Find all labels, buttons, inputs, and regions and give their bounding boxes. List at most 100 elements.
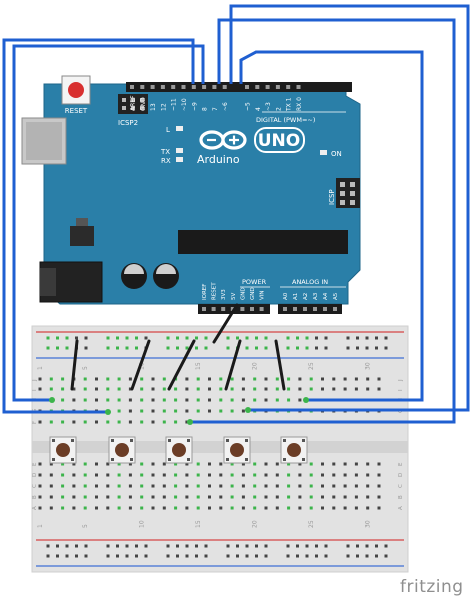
strip-hole [208, 484, 211, 488]
strip-hole [61, 420, 65, 424]
strip-hole [140, 473, 144, 477]
strip-hole [117, 420, 121, 424]
rail-hole [375, 544, 378, 548]
ground-jumper-2 [130, 339, 151, 391]
strip-hole [264, 473, 268, 477]
rail-hole [106, 554, 110, 558]
strip-hole [95, 387, 98, 391]
strip-hole [83, 387, 87, 391]
strip-hole [343, 495, 347, 499]
strip-hole [117, 506, 121, 510]
strip-hole [72, 387, 76, 391]
strip-hole [309, 387, 313, 391]
strip-hole [275, 377, 279, 381]
power-pin-label: 5V [231, 293, 237, 300]
digital-pin-label: 13 [150, 103, 157, 111]
strip-hole [354, 495, 358, 499]
strip-hole [151, 377, 155, 381]
strip-hole [332, 495, 336, 499]
row-letter: E [32, 462, 38, 466]
rail-hole [125, 346, 129, 350]
strip-hole [241, 495, 245, 499]
header-pin [245, 85, 249, 89]
analog-header [278, 304, 342, 314]
header-pin [303, 307, 307, 311]
strip-hole [185, 473, 189, 477]
strip-hole [83, 495, 87, 499]
strip-hole [275, 473, 279, 477]
rail-hole [195, 346, 198, 350]
strip-hole [83, 420, 87, 424]
strip-hole [230, 484, 234, 488]
column-number: 30 [365, 520, 372, 528]
power-pin-label: VIN [260, 291, 266, 301]
strip-hole [241, 377, 245, 381]
analog-pin-label: A1 [293, 293, 299, 300]
strip-hole [117, 495, 121, 499]
analog-pin-label: A2 [303, 293, 309, 300]
strip-hole [264, 495, 268, 499]
rail-hole [116, 336, 119, 340]
rail-hole [264, 346, 268, 350]
strip-hole [117, 409, 121, 413]
signal-wire-pin10 [229, 4, 470, 412]
rail-hole [185, 554, 189, 558]
strip-hole [309, 473, 313, 477]
strip-hole [287, 484, 291, 488]
rail-hole [46, 554, 50, 558]
strip-hole [298, 377, 302, 381]
rail-hole [226, 554, 230, 558]
strip-hole [241, 484, 245, 488]
rail-hole [226, 544, 230, 548]
rail-hole [56, 554, 59, 558]
strip-hole [95, 506, 98, 510]
strip-hole [219, 473, 223, 477]
strip-hole [264, 377, 268, 381]
strip-hole [332, 506, 336, 510]
strip-hole [117, 377, 121, 381]
strip-hole [298, 495, 302, 499]
ground-jumpers [70, 303, 286, 391]
strip-hole [321, 495, 324, 499]
strip-hole [253, 398, 257, 402]
rail-hole [384, 346, 388, 350]
strip-hole [230, 495, 234, 499]
icsp2-header [118, 94, 148, 114]
ground-jumper-3 [167, 339, 196, 391]
model-label: UNO [258, 131, 300, 151]
rail-hole [324, 554, 328, 558]
strip-hole [208, 495, 211, 499]
analog-pin-label: A0 [283, 292, 289, 300]
uno-badge [254, 127, 305, 153]
digital-pin-label: TX 1 [286, 97, 293, 112]
on-label: ON [331, 150, 342, 158]
strip-hole [298, 387, 302, 391]
rail-hole [166, 554, 170, 558]
strip-hole [140, 495, 144, 499]
rail-hole [245, 346, 249, 350]
power-label: POWER [242, 278, 267, 286]
strip-hole [208, 462, 211, 466]
strip-hole [309, 462, 313, 466]
strip-hole [230, 398, 234, 402]
strip-hole [354, 377, 358, 381]
header-pin [296, 85, 301, 89]
rail-hole [166, 336, 170, 340]
strip-hole [287, 377, 291, 381]
strip-hole [72, 398, 76, 402]
header-pin [240, 307, 245, 311]
capacitor-right [153, 263, 179, 289]
strip-hole [230, 473, 234, 477]
strip-hole [72, 495, 76, 499]
rail-hole [185, 346, 189, 350]
strip-hole [377, 387, 381, 391]
rail-hole [75, 544, 78, 548]
strip-hole [241, 473, 245, 477]
header-pin [202, 307, 206, 311]
icsp2-label: ICSP2 [118, 119, 138, 127]
wire-end-2 [49, 397, 55, 403]
strip-hole [196, 409, 200, 413]
power-pin-label: IOREF [202, 284, 208, 300]
strip-hole [321, 377, 324, 381]
strip-hole [343, 387, 347, 391]
